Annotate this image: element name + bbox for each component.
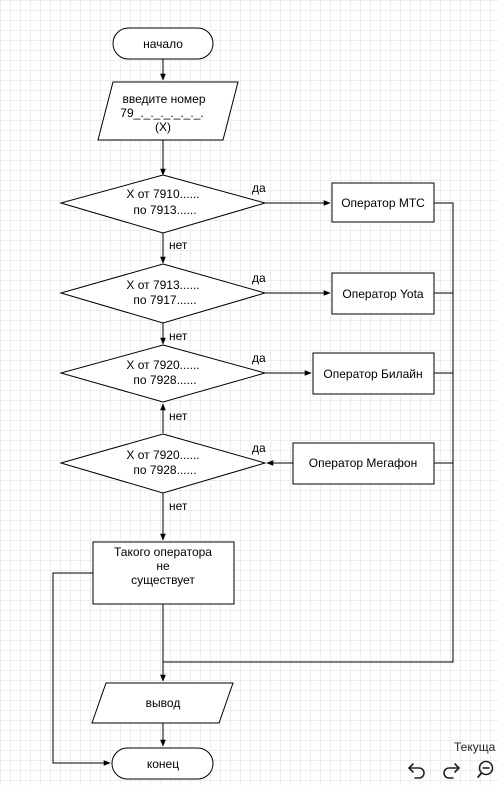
operator-beeline[interactable]: Оператор Билайн <box>312 352 435 395</box>
redo-button[interactable] <box>440 758 462 780</box>
no-operator-line-2: не <box>156 559 170 573</box>
output-node[interactable]: вывод <box>91 682 234 724</box>
yes-label-1: да <box>252 181 266 195</box>
input-label-line-1: введите номер <box>123 92 206 106</box>
no-operator-line-1: Такого оператора <box>114 545 212 559</box>
decision-beeline-line-2: по 7928...... <box>133 373 196 387</box>
redo-icon <box>443 763 460 779</box>
input-node[interactable]: введите номер 79_._._._._._._. (X) <box>97 81 239 141</box>
yes-label-3: да <box>252 351 266 365</box>
connectors <box>52 59 454 766</box>
zoom-out-icon <box>477 760 494 778</box>
undo-button[interactable] <box>406 758 428 780</box>
bottom-toolbar: Текуща <box>402 738 498 784</box>
operator-beeline-label: Оператор Билайн <box>323 367 422 381</box>
end-node[interactable]: конец <box>111 747 214 780</box>
decision-mts-line-1: X от 7910...... <box>126 187 199 201</box>
decision-beeline-line-1: X от 7920...... <box>126 358 199 372</box>
decision-yota-line-1: X от 7913...... <box>126 278 199 292</box>
end-label: конец <box>147 757 179 771</box>
edge-no-operator-end <box>52 572 111 766</box>
no-operator-line-3: существует <box>131 573 195 587</box>
decision-mts[interactable]: X от 7910...... по 7913...... <box>59 174 267 234</box>
decision-yota[interactable]: X от 7913...... по 7917...... <box>59 263 267 324</box>
operator-mts[interactable]: Оператор МТС <box>331 182 435 223</box>
undo-icon <box>408 763 425 779</box>
decision-megafon-line-2: по 7928...... <box>133 463 196 477</box>
edge-operators-merge <box>163 202 454 663</box>
yes-label-2: да <box>252 271 266 285</box>
yes-label-4: да <box>252 441 266 455</box>
no-label-2: нет <box>169 329 188 343</box>
start-node[interactable]: начало <box>112 27 214 60</box>
decision-yota-line-2: по 7917...... <box>133 293 196 307</box>
input-label-line-3: (X) <box>155 120 171 134</box>
zoom-out-button[interactable] <box>476 758 498 780</box>
operator-megafon-label: Оператор Мегафон <box>309 456 417 470</box>
decision-beeline[interactable]: X от 7920...... по 7928...... <box>59 344 267 403</box>
input-label-line-2: 79_._._._._._._. <box>120 106 203 120</box>
no-label-3: нет <box>169 409 188 423</box>
no-operator-node[interactable]: Такого оператора не существует <box>92 541 235 605</box>
operator-yota-label: Оператор Yota <box>342 287 424 301</box>
current-label: Текуща <box>454 740 496 754</box>
decision-megafon[interactable]: X от 7920...... по 7928...... <box>59 433 267 494</box>
start-label: начало <box>143 37 183 51</box>
decision-mts-line-2: по 7913...... <box>133 203 196 217</box>
operator-megafon[interactable]: Оператор Мегафон <box>292 442 435 485</box>
decision-megafon-line-1: X от 7920...... <box>126 448 199 462</box>
operator-yota[interactable]: Оператор Yota <box>331 272 435 315</box>
no-label-4: нет <box>169 499 188 513</box>
output-label: вывод <box>146 696 181 710</box>
operator-mts-label: Оператор МТС <box>341 196 425 210</box>
no-label-1: нет <box>169 238 188 252</box>
